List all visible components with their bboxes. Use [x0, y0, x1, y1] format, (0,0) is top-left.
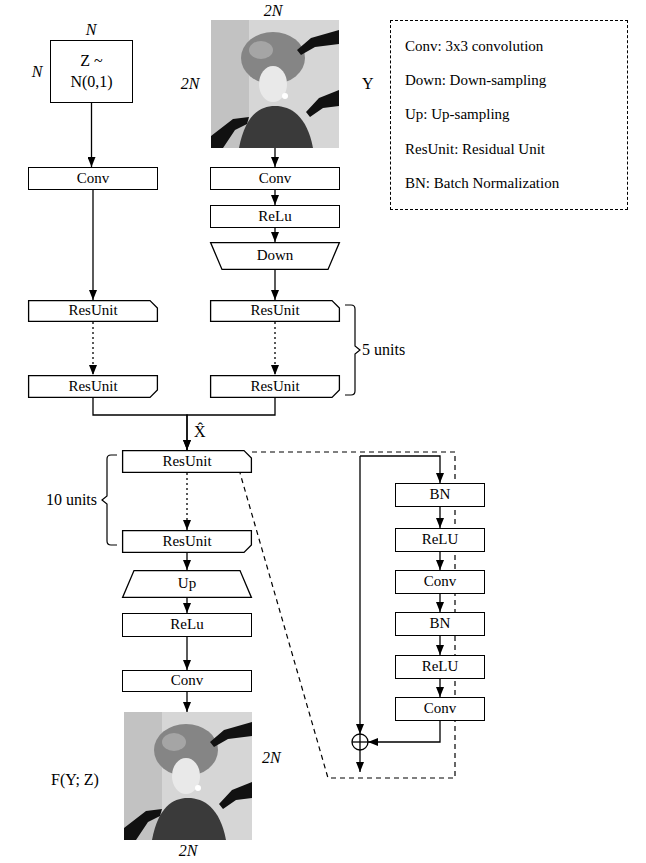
shape-fill	[123, 451, 252, 473]
process-box: Conv	[122, 670, 252, 692]
node-label: ReLu	[258, 208, 291, 225]
flow-arrow	[439, 552, 440, 570]
dotted-arrow	[92, 322, 93, 375]
flow-arrow	[274, 228, 275, 242]
brace-bracket	[102, 455, 117, 545]
process-box: Conv	[395, 697, 485, 721]
dimension-label: 2N	[181, 75, 200, 93]
node-label: BN	[430, 486, 451, 503]
node-label: Conv	[424, 573, 457, 590]
dimension-label: N	[86, 21, 97, 39]
node-label: BN	[430, 615, 451, 632]
process-box: Conv	[395, 570, 485, 594]
residual-input-line	[360, 456, 440, 483]
shape-fill	[29, 376, 158, 398]
residual-branch-line	[368, 721, 440, 742]
residual-output-line	[359, 750, 360, 772]
process-box: ReLU	[395, 528, 485, 552]
node-label: ResUnit	[162, 453, 211, 470]
process-box: ReLu	[122, 613, 252, 637]
flow-arrow	[186, 598, 187, 613]
downsample-trapezoid: Down	[210, 242, 340, 270]
process-box: Z ~ N(0,1)	[50, 40, 133, 103]
text-label: F(Y; Z)	[51, 771, 99, 789]
node-label: Down	[257, 247, 294, 264]
text-label: 10 units	[46, 491, 97, 509]
flow-arrow	[187, 398, 275, 450]
shape-fill	[29, 301, 158, 322]
flow-arrow	[274, 190, 275, 205]
image-input-arrow	[274, 148, 275, 167]
legend-text: ResUnit: Residual Unit	[405, 141, 545, 158]
node-label: Conv	[259, 170, 292, 187]
node-label: ResUnit	[68, 302, 117, 319]
node-label: ReLu	[170, 616, 203, 633]
legend-text: Down: Down-sampling	[405, 72, 546, 89]
flow-arrow	[186, 637, 187, 670]
legend-text: Up: Up-sampling	[405, 106, 510, 123]
process-box: ReLU	[395, 655, 485, 679]
flow-arrow	[91, 103, 92, 167]
brace-bracket	[345, 305, 360, 395]
shape-fill	[123, 531, 252, 553]
node-label: Up	[178, 575, 196, 592]
flow-arrow	[274, 270, 275, 300]
shape-fill	[211, 301, 340, 322]
skip-connection	[359, 456, 360, 734]
legend-text: BN: Batch Normalization	[405, 175, 559, 192]
node-label: ResUnit	[250, 378, 299, 395]
resunit-box: ResUnit	[28, 375, 158, 398]
dimension-label: 2N	[264, 2, 283, 20]
legend-text: Conv: 3x3 convolution	[405, 38, 543, 55]
text-label: X̂	[194, 423, 206, 441]
input-image	[211, 20, 339, 148]
resunit-box: ResUnit	[210, 300, 340, 322]
node-label: Conv	[424, 700, 457, 717]
sum-symbol	[352, 734, 368, 750]
process-box: Conv	[28, 167, 158, 190]
process-box: BN	[395, 483, 485, 507]
flow-arrow	[439, 594, 440, 612]
text-label: Y	[362, 75, 374, 93]
resunit-box: ResUnit	[28, 300, 158, 322]
shape-fill	[123, 571, 252, 598]
shape-fill	[211, 376, 340, 398]
flow-arrow	[92, 190, 93, 300]
flow-arrow	[439, 507, 440, 528]
node-label: ResUnit	[68, 378, 117, 395]
text-label: 5 units	[362, 341, 405, 359]
dimension-label: N	[32, 63, 43, 81]
shape-fill	[211, 243, 340, 270]
process-box: ReLu	[210, 205, 340, 228]
dotted-arrow	[186, 473, 187, 530]
node-label: ReLU	[422, 658, 459, 675]
output-image	[124, 712, 252, 840]
dotted-arrow	[274, 322, 275, 375]
node-label: Z ~ N(0,1)	[63, 51, 121, 93]
resunit-box: ResUnit	[122, 450, 252, 473]
node-label: ResUnit	[162, 533, 211, 550]
node-label: ResUnit	[250, 302, 299, 319]
resunit-box: ResUnit	[210, 375, 340, 398]
flow-arrow	[93, 398, 187, 450]
node-label: Conv	[77, 170, 110, 187]
dimension-label: 2N	[262, 749, 281, 767]
node-label: Conv	[171, 672, 204, 689]
process-box: BN	[395, 612, 485, 636]
flow-arrow	[439, 679, 440, 697]
flow-arrow	[439, 636, 440, 655]
upsample-trapezoid: Up	[122, 570, 252, 598]
process-box: Conv	[210, 167, 340, 190]
resunit-box: ResUnit	[122, 530, 252, 553]
dimension-label: 2N	[179, 842, 198, 860]
flow-arrow	[186, 553, 187, 570]
image-output-arrow	[186, 692, 187, 712]
node-label: ReLU	[422, 531, 459, 548]
legend-box: Conv: 3x3 convolutionDown: Down-sampling…	[390, 20, 628, 210]
